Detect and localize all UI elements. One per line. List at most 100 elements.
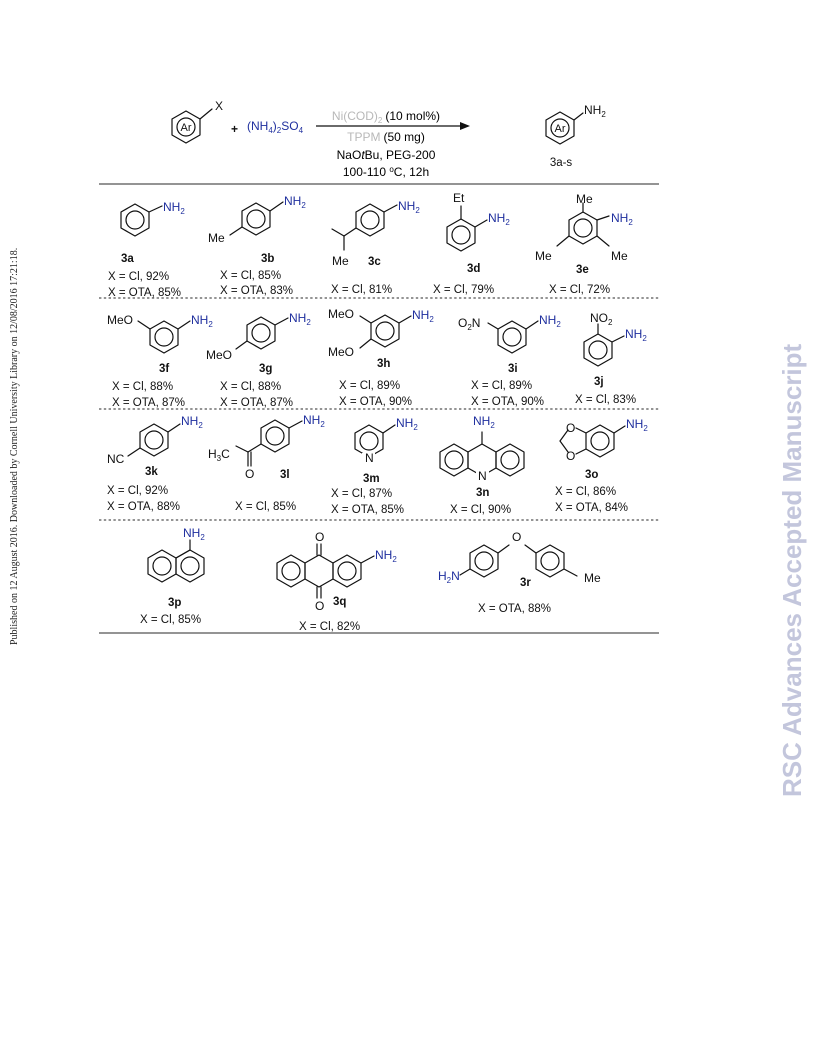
compound-3p: NH2 3p X = Cl, 85% bbox=[140, 526, 205, 626]
arrow-head bbox=[460, 122, 470, 130]
methyl-group: Me bbox=[611, 249, 628, 263]
yield-line: X = OTA, 87% bbox=[220, 397, 293, 409]
yield-line: X = Cl, 81% bbox=[331, 284, 392, 296]
amino-group: NH2 bbox=[191, 313, 213, 329]
methoxy-group: MeO bbox=[328, 307, 354, 321]
compound-3i: O2N NH2 3i X = Cl, 89% X = OTA, 90% bbox=[458, 313, 561, 408]
reactant-aryl-halide: X Ar bbox=[171, 99, 223, 144]
yield-line: X = OTA, 83% bbox=[220, 285, 293, 297]
methyl-group: Me bbox=[208, 231, 225, 245]
product-general-amine: NH2 Ar 3a-s bbox=[545, 103, 606, 169]
amino-group: NH2 bbox=[539, 313, 561, 329]
plus-sign: + bbox=[231, 122, 238, 136]
compound-3q: O O NH2 3q X = Cl, 82% bbox=[276, 530, 397, 633]
compound-3r: O H2N Me 3r X = OTA, 88% bbox=[438, 530, 601, 615]
amino-group: NH2 bbox=[396, 416, 418, 432]
yield-line: X = OTA, 85% bbox=[331, 504, 404, 516]
compound-3m: N NH2 3m X = Cl, 87% X = OTA, 85% bbox=[331, 416, 418, 516]
ring-label: Ar bbox=[181, 122, 192, 134]
yield-line: X = Cl, 92% bbox=[108, 271, 169, 283]
amino-group: NH2 bbox=[181, 414, 203, 430]
yield-line: X = Cl, 82% bbox=[299, 621, 360, 633]
yield-line: X = Cl, 79% bbox=[433, 284, 494, 296]
yield-line: X = Cl, 85% bbox=[140, 614, 201, 626]
compound-label: 3g bbox=[259, 363, 272, 375]
methyl-group: H3C bbox=[208, 447, 230, 463]
compound-3a: NH2 3a X = Cl, 92% X = OTA, 85% bbox=[108, 200, 185, 299]
compound-3o: O O NH2 3o X = Cl, 86% X = OTA, 84% bbox=[555, 417, 648, 514]
compound-3d: Et NH2 3d X = Cl, 79% bbox=[433, 191, 510, 296]
pyridine-nitrogen: N bbox=[365, 451, 374, 465]
compound-label: 3o bbox=[585, 469, 598, 481]
compound-label: 3q bbox=[333, 596, 346, 608]
compound-3k: NH2 NC 3k X = Cl, 92% X = OTA, 88% bbox=[107, 414, 203, 513]
methyl-group: Me bbox=[332, 254, 349, 268]
methyl-group: Me bbox=[535, 249, 552, 263]
yield-line: X = Cl, 92% bbox=[107, 485, 168, 497]
yield-line: X = Cl, 87% bbox=[331, 488, 392, 500]
compound-3g: NH2 MeO 3g X = Cl, 88% X = OTA, 87% bbox=[206, 311, 311, 409]
compound-label: 3i bbox=[508, 363, 518, 375]
amino-group: NH2 bbox=[626, 417, 648, 433]
yield-line: X = Cl, 83% bbox=[575, 394, 636, 406]
yield-line: X = Cl, 90% bbox=[450, 504, 511, 516]
base-solvent-label: NaOtBu, PEG-200 bbox=[337, 148, 436, 162]
compound-label: 3b bbox=[261, 253, 274, 265]
amino-group: NH2 bbox=[163, 200, 185, 216]
yield-line: X = OTA, 88% bbox=[107, 501, 180, 513]
watermark-text: RSC Advances Accepted Manuscript bbox=[777, 343, 807, 797]
methoxy-group: MeO bbox=[328, 345, 354, 359]
methyl-group: Me bbox=[576, 192, 593, 206]
compound-3n: N NH2 3n X = Cl, 90% bbox=[439, 414, 525, 516]
amino-group: NH2 bbox=[303, 413, 325, 429]
compound-label: 3e bbox=[576, 264, 589, 276]
yield-line: X = OTA, 85% bbox=[108, 287, 181, 299]
amino-group: NH2 bbox=[398, 199, 420, 215]
amino-group: NH2 bbox=[183, 526, 205, 542]
compound-label: 3h bbox=[377, 358, 390, 370]
yield-line: X = Cl, 88% bbox=[220, 381, 281, 393]
publication-note-text: Published on 12 August 2016. Downloaded … bbox=[9, 248, 20, 645]
nitrile-group: NC bbox=[107, 452, 125, 466]
yield-line: X = OTA, 90% bbox=[339, 396, 412, 408]
product-ring-label: Ar bbox=[555, 123, 566, 135]
compound-3c: NH2 Me 3c X = Cl, 81% bbox=[331, 199, 420, 296]
reaction-scheme: X Ar + (NH4)2SO4 Ni(COD)2(10 mol%) TPPM(… bbox=[99, 99, 659, 634]
leaving-group-label: X bbox=[215, 99, 223, 113]
dioxole-oxygen: O bbox=[566, 421, 575, 435]
compound-label: 3f bbox=[159, 363, 169, 375]
compound-label: 3l bbox=[280, 469, 290, 481]
compound-label: 3d bbox=[467, 263, 480, 275]
catalyst-label: Ni(COD)2(10 mol%) bbox=[332, 109, 440, 125]
amino-group: NH2 bbox=[473, 414, 495, 430]
yield-line: X = OTA, 90% bbox=[471, 396, 544, 408]
methoxy-group: MeO bbox=[206, 348, 232, 362]
compound-3j: NO2 NH2 3j X = Cl, 83% bbox=[575, 311, 647, 406]
compound-label: 3k bbox=[145, 466, 158, 478]
compound-3f: MeO NH2 3f X = Cl, 88% X = OTA, 87% bbox=[107, 313, 213, 409]
compound-3b: NH2 Me 3b X = Cl, 85% X = OTA, 83% bbox=[208, 194, 306, 297]
compound-3l: NH2 H3C O 3l X = Cl, 85% bbox=[208, 413, 325, 513]
ethyl-group: Et bbox=[453, 191, 465, 205]
yield-line: X = Cl, 89% bbox=[471, 380, 532, 392]
ammonium-sulfate: (NH4)2SO4 bbox=[247, 119, 304, 135]
methoxy-group: MeO bbox=[107, 313, 133, 327]
compound-label: 3a bbox=[121, 253, 134, 265]
amino-group: NH2 bbox=[611, 211, 633, 227]
acridine-nitrogen: N bbox=[478, 469, 487, 483]
dioxole-oxygen: O bbox=[566, 449, 575, 463]
yield-line: X = OTA, 87% bbox=[112, 397, 185, 409]
amino-group: NH2 bbox=[375, 548, 397, 564]
nitro-group: NO2 bbox=[590, 311, 613, 327]
amino-group: NH2 bbox=[488, 211, 510, 227]
product-amino-label: NH2 bbox=[584, 103, 606, 119]
carbonyl-oxygen: O bbox=[315, 530, 324, 544]
compound-label: 3j bbox=[594, 376, 604, 388]
accepted-manuscript-watermark: RSC Advances Accepted Manuscript bbox=[777, 343, 807, 797]
yield-line: X = OTA, 84% bbox=[555, 502, 628, 514]
product-series-label: 3a-s bbox=[550, 157, 573, 169]
carbonyl-oxygen: O bbox=[315, 599, 324, 613]
yield-line: X = Cl, 72% bbox=[549, 284, 610, 296]
compound-label: 3m bbox=[363, 473, 380, 485]
compound-label: 3p bbox=[168, 597, 181, 609]
